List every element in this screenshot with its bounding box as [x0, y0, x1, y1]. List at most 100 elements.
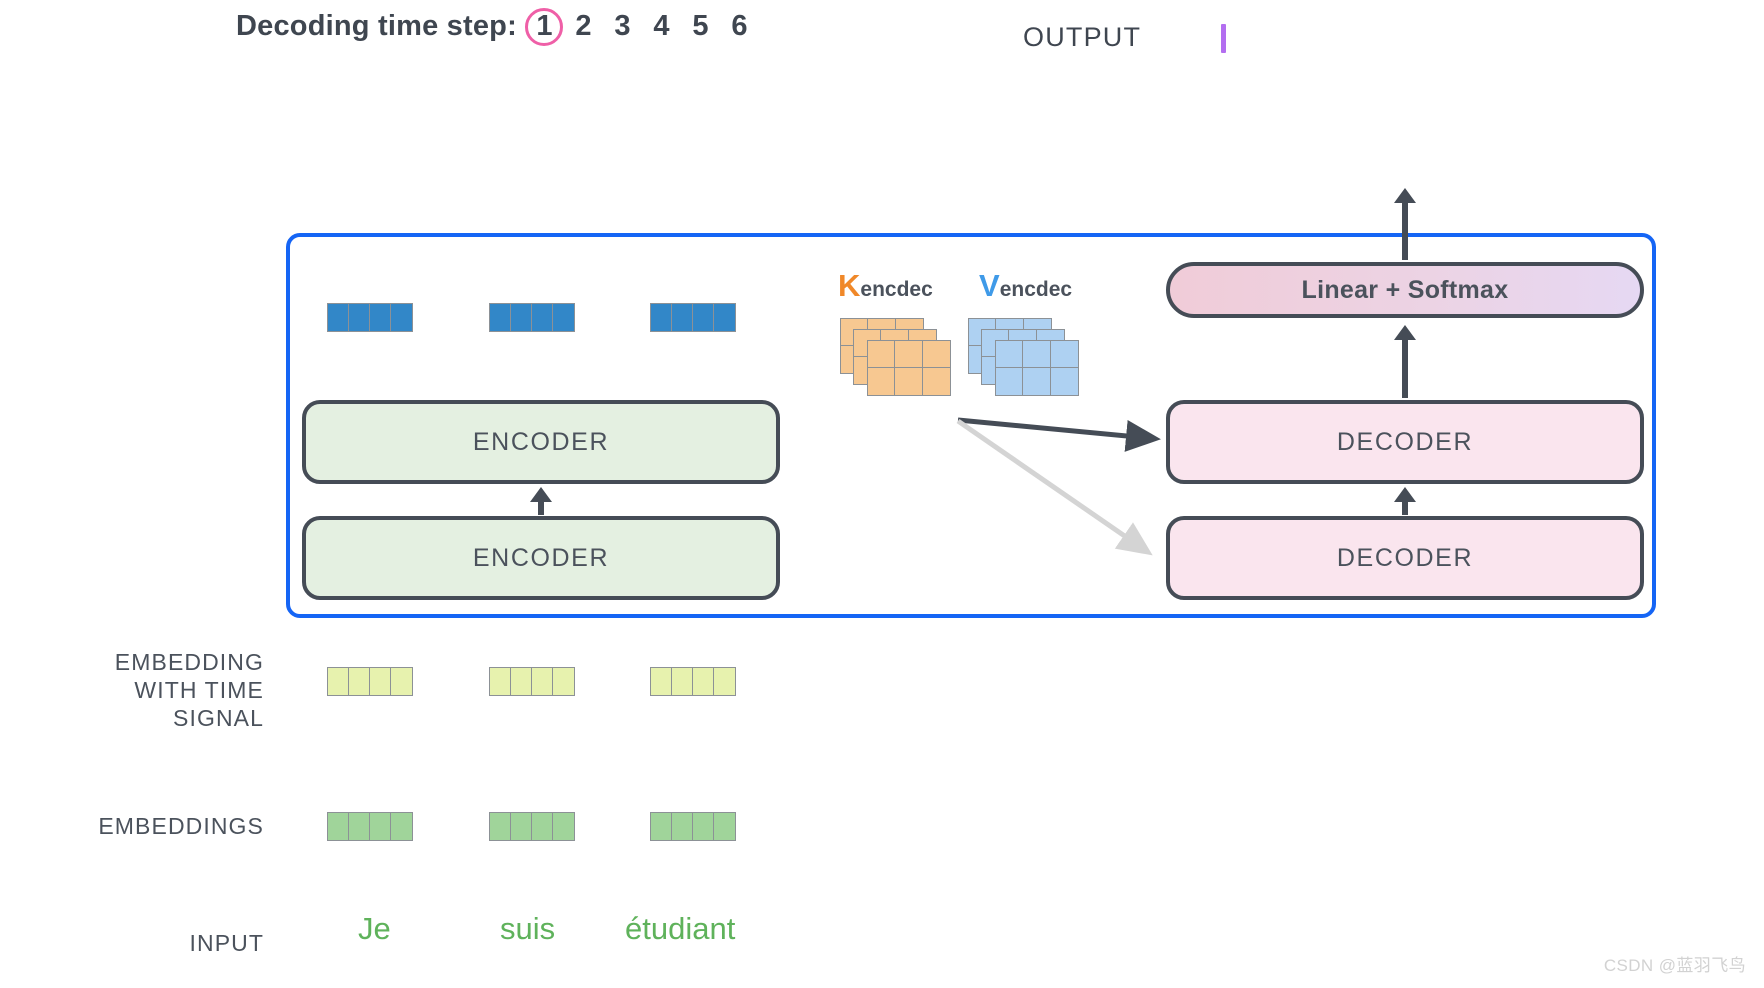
encoder-bottom-label: ENCODER	[472, 543, 610, 572]
arrow-head-icon	[1394, 325, 1416, 340]
arrow-shaft	[1402, 502, 1408, 515]
embeddings-label: EMBEDDINGS	[98, 813, 264, 839]
vector-cell	[349, 304, 370, 331]
vector-cell	[370, 813, 391, 840]
time-step-list: 1 2 3 4 5 6	[525, 7, 759, 46]
vector-cell	[651, 813, 672, 840]
vector-cell	[714, 813, 735, 840]
output-text-cursor	[1221, 24, 1226, 53]
label-line-1: EMBEDDING	[114, 649, 264, 675]
time-step-5[interactable]: 5	[692, 10, 709, 42]
vector-cell	[349, 813, 370, 840]
vector-cell	[328, 813, 349, 840]
transformer-container	[286, 233, 1656, 618]
vector-cell	[553, 304, 574, 331]
vector-cell	[672, 668, 693, 695]
embedding-vector-2	[489, 812, 575, 841]
input-token-2: suis	[500, 911, 556, 946]
time-step-2[interactable]: 2	[575, 10, 592, 42]
vector-cell	[490, 304, 511, 331]
embedding-vector-3	[650, 812, 736, 841]
decoder-block-top[interactable]: DECODER	[1166, 400, 1644, 484]
arrow-head-icon	[530, 487, 552, 502]
arrow-encoder-bottom-to-top	[530, 487, 552, 515]
arrow-linear-softmax-to-output	[1394, 188, 1416, 260]
decoder-block-bottom[interactable]: DECODER	[1166, 516, 1644, 600]
input-label: INPUT	[189, 930, 264, 956]
vector-cell	[693, 813, 714, 840]
k-subscript: encdec	[860, 278, 933, 301]
arrow-head-icon	[1394, 188, 1416, 203]
vector-cell	[532, 304, 553, 331]
encoder-block-top[interactable]: ENCODER	[302, 400, 780, 484]
vector-cell	[714, 304, 735, 331]
vector-cell	[349, 668, 370, 695]
output-label: OUTPUT	[1023, 22, 1142, 52]
vector-cell	[511, 668, 532, 695]
vector-cell	[651, 304, 672, 331]
vector-cell	[553, 668, 574, 695]
input-token-3: étudiant	[625, 911, 736, 946]
vector-cell	[511, 813, 532, 840]
v-subscript: encdec	[999, 278, 1073, 301]
vector-cell	[672, 304, 693, 331]
input-token-1: Je	[358, 911, 391, 946]
arrow-shaft	[538, 502, 544, 515]
encoder-block-bottom[interactable]: ENCODER	[302, 516, 780, 600]
vector-cell	[693, 668, 714, 695]
linear-softmax-block[interactable]: Linear + Softmax	[1166, 262, 1644, 318]
arrow-shaft	[1402, 203, 1408, 260]
k-encdec-matrix-stack	[840, 318, 952, 396]
encoder-output-vector-3	[650, 303, 736, 332]
vector-cell	[714, 668, 735, 695]
decoding-time-step-header: Decoding time step: 1 2 3 4 5 6	[236, 7, 759, 46]
v-encdec-label: Vencdec	[979, 268, 1072, 304]
vector-cell	[651, 668, 672, 695]
time-signal-vector-1	[327, 667, 413, 696]
vector-cell	[490, 668, 511, 695]
csdn-watermark: CSDN @蓝羽飞鸟	[1603, 956, 1746, 975]
vector-cell	[391, 813, 412, 840]
k-encdec-label: Kencdec	[838, 268, 933, 304]
time-step-1[interactable]: 1	[525, 7, 564, 46]
time-step-6[interactable]: 6	[731, 10, 748, 42]
v-encdec-matrix-stack	[968, 318, 1080, 396]
v-symbol: V	[979, 268, 1000, 303]
vector-cell	[532, 813, 553, 840]
vector-cell	[532, 668, 553, 695]
v-matrix-layer-3	[995, 340, 1079, 396]
vector-cell	[391, 304, 412, 331]
arrow-decoder-to-linear-softmax	[1394, 325, 1416, 398]
time-step-3[interactable]: 3	[614, 10, 631, 42]
label-line-2: WITH TIME	[134, 677, 264, 704]
vector-cell	[490, 813, 511, 840]
label-line-3: SIGNAL	[173, 705, 264, 732]
time-step-1-label: 1	[536, 10, 553, 42]
decoding-time-step-label: Decoding time step:	[236, 10, 517, 42]
arrow-decoder-bottom-to-top	[1394, 487, 1416, 515]
vector-cell	[370, 304, 391, 331]
arrow-shaft	[1402, 340, 1408, 398]
embedding-vector-1	[327, 812, 413, 841]
vector-cell	[693, 304, 714, 331]
vector-cell	[370, 668, 391, 695]
encoder-output-vector-2	[489, 303, 575, 332]
time-step-4[interactable]: 4	[653, 10, 670, 42]
k-matrix-layer-3	[867, 340, 951, 396]
encoder-output-vector-1	[327, 303, 413, 332]
vector-cell	[553, 813, 574, 840]
decoder-bottom-label: DECODER	[1336, 543, 1474, 572]
vector-cell	[391, 668, 412, 695]
vector-cell	[328, 304, 349, 331]
embedding-with-time-signal-label: EMBEDDING WITH TIME SIGNAL	[44, 648, 264, 732]
vector-cell	[328, 668, 349, 695]
k-symbol: K	[838, 268, 861, 303]
time-signal-vector-2	[489, 667, 575, 696]
encoder-top-label: ENCODER	[472, 427, 610, 456]
time-signal-vector-3	[650, 667, 736, 696]
decoder-top-label: DECODER	[1336, 427, 1474, 456]
vector-cell	[672, 813, 693, 840]
linear-softmax-label: Linear + Softmax	[1301, 275, 1509, 304]
arrow-head-icon	[1394, 487, 1416, 502]
